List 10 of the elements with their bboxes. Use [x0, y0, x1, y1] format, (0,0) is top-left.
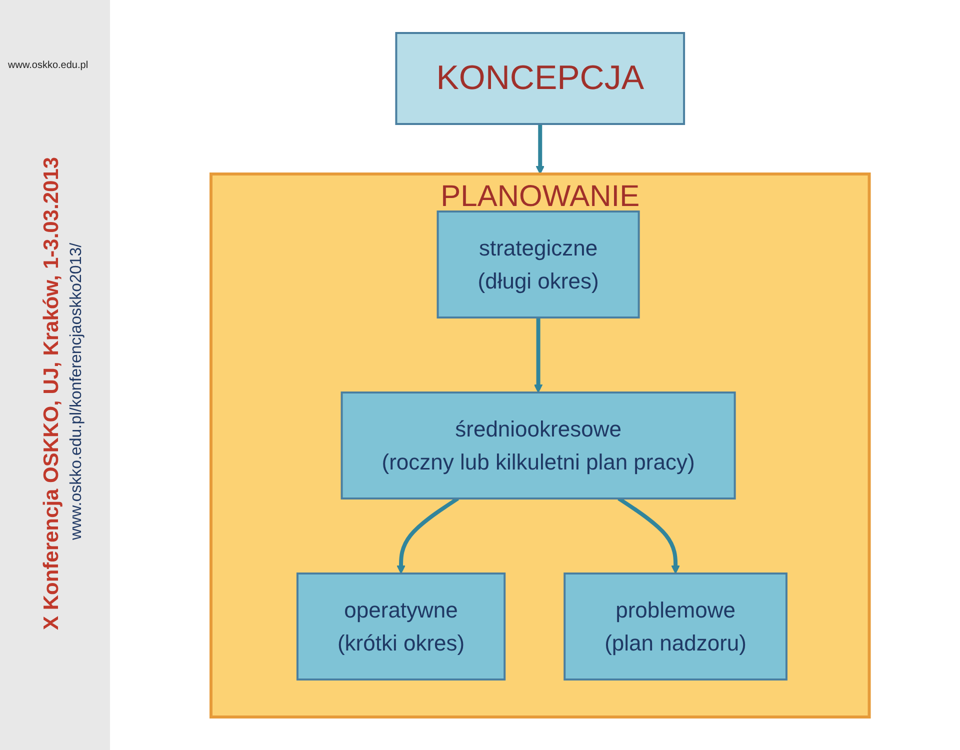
- web-address: www.oskko.edu.pl/konferencjaoskko2013/: [68, 242, 86, 540]
- node-box: operatywne (krótki okres): [296, 572, 506, 680]
- arrow: [536, 124, 544, 174]
- node-box: strategiczne (długi okres): [436, 210, 640, 318]
- node-box: problemowe (plan nadzoru): [563, 572, 788, 680]
- conference-caption: X Konferencja OSKKO, UJ, Kraków, 1-3.03.2013: [40, 156, 64, 630]
- node-box: średniookresowe (roczny lub kilkuletni plan pracy): [340, 392, 736, 500]
- node-box: KONCEPCJA: [395, 32, 685, 125]
- web-address: www.oskko.edu.pl: [8, 60, 88, 71]
- arrow: [534, 318, 543, 393]
